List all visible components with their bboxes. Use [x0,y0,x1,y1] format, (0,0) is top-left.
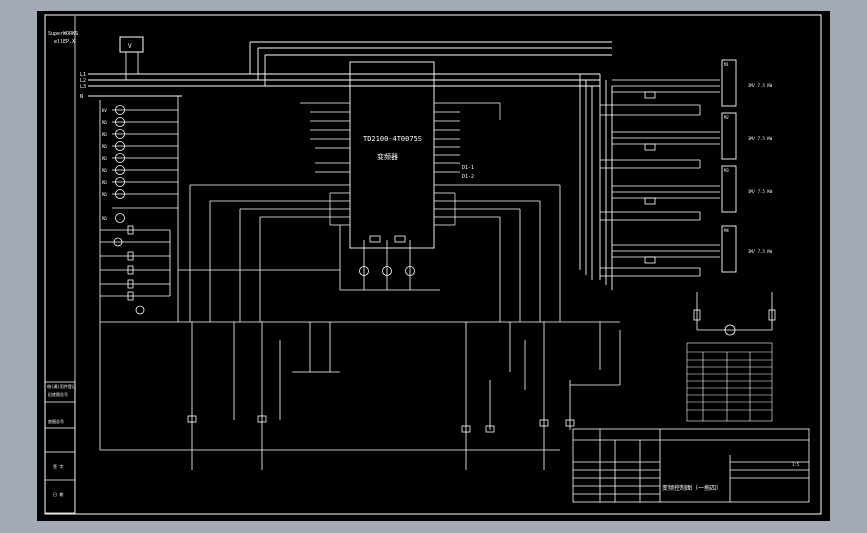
left-strip-label-4: 签 字 [53,463,63,469]
phase-label-n: N [80,94,83,100]
pilot-lamp-label-6: RD [102,168,107,173]
contactor-groups [600,79,720,277]
left-strip [44,16,76,514]
motor-label-3: 3M/ 7.5 KW [748,189,773,194]
sheet-header-line1: SuperWORKS [48,31,78,37]
motor-label-2: 3M/ 7.5 KW [748,136,773,141]
pilot-lamp-column [99,96,620,323]
signal-label-2: D1-2 [462,174,474,180]
inverter-name: 变频器 [377,152,398,161]
title-block-drawing-title: 变频控制图（一拖四） [662,484,722,492]
pilot-lamp-label-7: RD [102,180,107,185]
motor-tag-4: M4 [724,228,729,233]
control-ladder [99,322,621,470]
power-bus [88,41,613,290]
motor-label-1: 3M/ 7.5 KW [748,83,773,88]
voltmeter-wires [125,52,139,80]
pilot-lamp-label-9: RD [102,216,107,221]
phase-label-l1: L1 [80,72,86,78]
pilot-lamp-label-4: RD [102,144,107,149]
phase-label-l3: L3 [80,84,86,90]
left-strip-label-3: 底图总号 [48,418,64,424]
voltmeter-label: V [128,43,132,50]
pilot-lamp-label-1: KV [102,108,107,113]
inverter-left-terminals [300,102,350,226]
title-block [572,428,810,503]
motor-boxes [721,59,737,273]
left-strip-label-2: 旧底图总号 [48,391,68,397]
motor-tag-3: M3 [724,168,729,173]
motor-label-4: 3M/ 7.5 KW [748,249,773,254]
relay-table [686,342,773,422]
sheet-border [44,14,822,515]
left-strip-label-1: 借(通)用件登记 [47,383,76,389]
left-strip-label-5: 日 期 [53,491,63,497]
motor-tag-1: M1 [724,62,729,67]
inverter-model: TD2100-4T0075S [363,135,422,143]
pilot-lamp-label-3: RD [102,132,107,137]
voltmeter-box [119,36,144,53]
pilot-lamp-label-2: RD [102,120,107,125]
inverter-lower-wiring [189,184,561,322]
phase-label-l2: L2 [80,78,86,84]
title-block-scale: 1:5 [792,462,800,467]
pilot-lamp-label-5: RD [102,156,107,161]
motor-tag-2: M2 [724,115,729,120]
sensor-circuit [693,292,776,336]
pilot-lamp-label-8: RD [102,192,107,197]
sheet-header-line2: ellEP.X [54,39,75,45]
drawing-sheet [37,11,830,521]
inverter-right-terminals [434,102,501,226]
signal-label-1: D1-1 [462,165,474,171]
